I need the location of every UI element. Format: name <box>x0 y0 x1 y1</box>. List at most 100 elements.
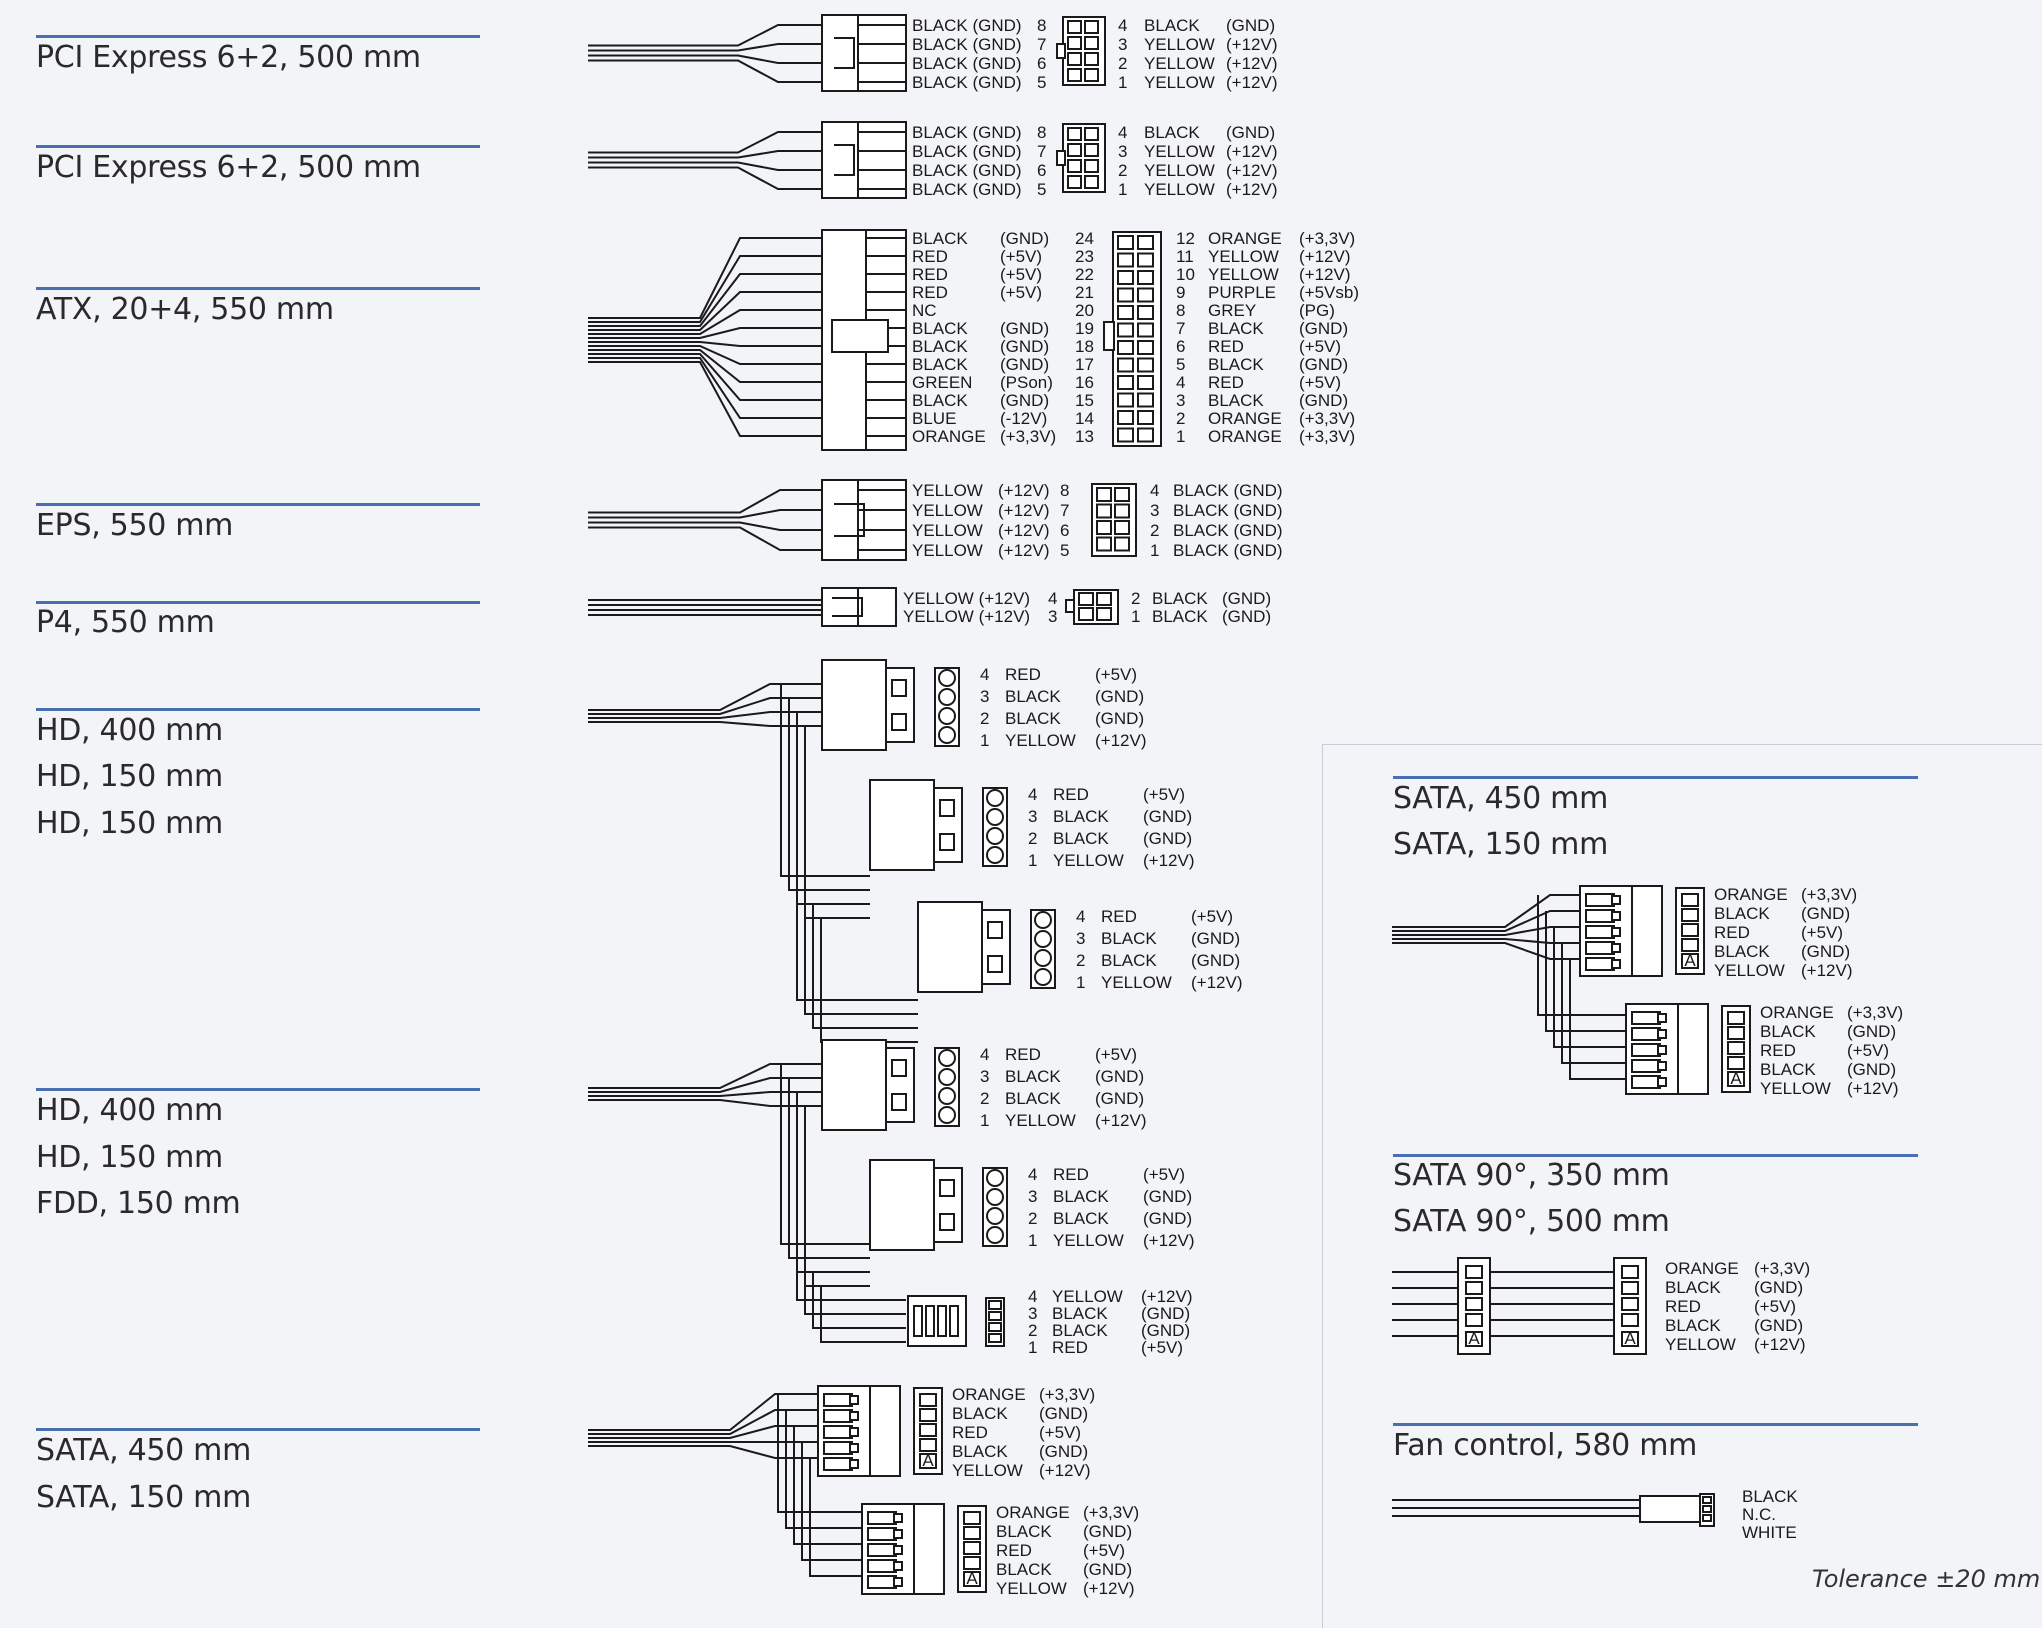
pcie-1-right-volt: (+12V) <box>1226 35 1278 54</box>
sata-left-2-face-cell <box>963 1526 981 1540</box>
sata90-pin-volt: (+12V) <box>1754 1335 1806 1354</box>
title-hd-1-a: HD, 400 mm <box>36 713 223 748</box>
sata-left-1-pin-color: BLACK <box>952 1442 1008 1461</box>
hd2-molex-1-pin-volt: (+12V) <box>1095 1111 1147 1130</box>
pcie-2-left-pin: 6 <box>1037 161 1046 180</box>
eps-left-pin: 7 <box>1060 501 1069 520</box>
pcie-2-left-label: BLACK (GND) <box>912 180 1022 199</box>
hd1-molex-3-pin-volt: (+12V) <box>1191 973 1243 992</box>
hd1-molex-2-face-pin <box>986 846 1004 864</box>
eps-left-volt: (+12V) <box>998 481 1050 500</box>
hd2-molex-2-pin-color: BLACK <box>1053 1187 1109 1206</box>
hd2-molex-2-pin-volt: (+12V) <box>1143 1231 1195 1250</box>
hd1-molex-1-pin-volt: (GND) <box>1095 709 1144 728</box>
pcie-1-wire <box>588 59 822 83</box>
hd1-molex-2-pin-num: 3 <box>1028 807 1037 826</box>
atx-left-volt: (PSon) <box>1000 373 1053 392</box>
hd1-molex-2-face-pin <box>986 808 1004 826</box>
sata90-conn-2-marker <box>1621 1331 1639 1347</box>
sata-left-1-contact-tab <box>849 1443 859 1453</box>
hd2-molex-2-pin-num: 3 <box>1028 1187 1037 1206</box>
hd1-molex-3-pin-color: RED <box>1101 907 1137 926</box>
atx-wire <box>588 357 822 419</box>
p4-face-cell <box>1078 607 1094 621</box>
sata-left-1-face-marker <box>919 1453 937 1469</box>
sata-left-1-face-cell <box>919 1393 937 1407</box>
sata-left-2-contact <box>867 1575 897 1589</box>
sata90-conn-1-cell <box>1465 1297 1483 1311</box>
sata-left-1-pin-volt: (+3,3V) <box>1039 1385 1095 1404</box>
hd1-molex-2-face-pin <box>986 827 1004 845</box>
sata90-conn-1-cell <box>1465 1265 1483 1279</box>
pcie-1-face-key <box>1056 43 1066 59</box>
title-sata90-b: SATA 90°, 500 mm <box>1393 1204 1670 1239</box>
atx-wire <box>588 273 822 327</box>
sata-right-2-contact-tab <box>1657 1061 1667 1071</box>
pcie-1-face-cell <box>1084 52 1099 66</box>
sata-left-2-face-cell <box>963 1511 981 1525</box>
hd1-molex-2-pin-num: 1 <box>1028 851 1037 870</box>
hd2-molex-1-pin-num: 3 <box>980 1067 989 1086</box>
hd2-wire-branch2 <box>788 1078 870 1259</box>
sata-left-1-face-cell <box>919 1438 937 1452</box>
fdd-pin-color: BLACK <box>1052 1304 1108 1323</box>
sata-right-1-face-cell <box>1681 938 1699 952</box>
pcie-2-left-pin: 5 <box>1037 180 1046 199</box>
sata-right-1-face-cell <box>1681 893 1699 907</box>
title-sata-right-a: SATA, 450 mm <box>1393 781 1609 816</box>
sata-right-1-contact-tab <box>1611 911 1621 921</box>
atx-left-volt: (+5V) <box>1000 283 1042 302</box>
pcie-1-left-pin: 6 <box>1037 54 1046 73</box>
atx-right-color: PURPLE <box>1208 283 1276 302</box>
hd2-molex-1-face-pin <box>938 1106 956 1124</box>
sata-left-1-face-marker-label: A <box>922 1451 934 1470</box>
pcie-1-right-pin: 1 <box>1118 73 1127 92</box>
eps-wire <box>588 521 822 531</box>
hd2-wire-branch2 <box>780 1064 870 1245</box>
sata90-conn-1-cell <box>1465 1313 1483 1327</box>
title-pcie-1: PCI Express 6+2, 500 mm <box>36 40 421 75</box>
hd1-molex-2-pin-color: BLACK <box>1053 829 1109 848</box>
hd1-wire-main <box>588 721 822 727</box>
pcie-1-right-volt: (+12V) <box>1226 54 1278 73</box>
hd2-molex-1-face-pin <box>938 1087 956 1105</box>
p4-latch <box>832 597 863 617</box>
fan-pin-label: WHITE <box>1742 1523 1797 1542</box>
atx-left-volt: (GND) <box>1000 229 1049 248</box>
sata-right-2-face-cell <box>1727 1041 1745 1055</box>
sata-left-1-pin-volt: (+12V) <box>1039 1461 1091 1480</box>
atx-right-pin: 10 <box>1176 265 1195 284</box>
fan-face-pin <box>1702 1514 1712 1522</box>
atx-face-cell <box>1117 392 1134 408</box>
rule-pcie-1 <box>36 35 480 38</box>
sata-right-wire-branch <box>1553 927 1626 1048</box>
hd1-molex-1-pin-num: 3 <box>980 687 989 706</box>
hd1-molex-2-pin-color: RED <box>1053 785 1089 804</box>
hd1-molex-2-pin-volt: (GND) <box>1143 829 1192 848</box>
pcie-2-wire <box>588 166 822 190</box>
sata-left-1-face-cell <box>919 1408 937 1422</box>
sata-right-1-contact <box>1585 909 1615 923</box>
rule-pcie-2 <box>36 145 480 148</box>
pcie-1-right-pin: 2 <box>1118 54 1127 73</box>
hd1-molex-1-pin-volt: (GND) <box>1095 687 1144 706</box>
hd1-molex-2-window-bottom <box>939 833 955 851</box>
sata-left-1-contact <box>823 1425 853 1439</box>
atx-left-volt: (-12V) <box>1000 409 1047 428</box>
atx-right-volt: (+12V) <box>1299 247 1351 266</box>
sata-right-wire-branch <box>1569 959 1626 1080</box>
sata-left-wire-main <box>588 1425 818 1439</box>
hd1-molex-3-pin-volt: (GND) <box>1191 929 1240 948</box>
sata-right-1-pin-volt: (+5V) <box>1801 923 1843 942</box>
atx-left-pin: 24 <box>1075 229 1094 248</box>
pcie-2-right-color: YELLOW <box>1144 142 1215 161</box>
eps-left-color: YELLOW <box>912 481 983 500</box>
sata-left-2-contact <box>867 1559 897 1573</box>
atx-left-color: BLACK <box>912 391 968 410</box>
p4-body <box>821 587 859 627</box>
eps-right-pin: 4 <box>1150 481 1159 500</box>
eps-left-volt: (+12V) <box>998 541 1050 560</box>
pcie-2-face-cell <box>1084 127 1099 141</box>
sata-left-1-contact <box>823 1457 853 1471</box>
atx-wire <box>588 345 822 365</box>
